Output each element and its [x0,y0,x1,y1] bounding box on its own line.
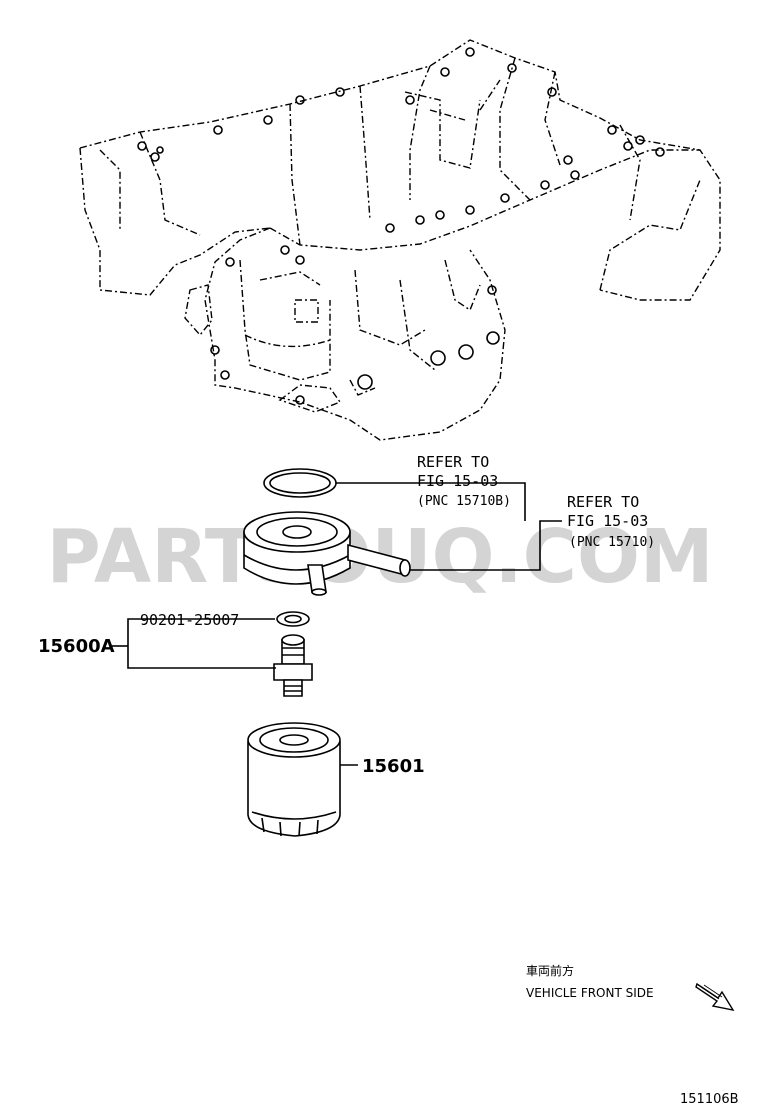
leader-lines [112,482,562,766]
o-ring [263,468,337,498]
front-direction-arrow-icon [695,982,735,1012]
gasket [276,611,310,627]
oil-cooler [243,511,411,596]
filter-part-number: 15601 [362,756,425,777]
refer-b-line1: REFER TO [567,493,639,511]
direction-japanese: 車両前方 [526,963,574,978]
oil-filter [247,722,341,837]
assembly-part-number: 15600A [38,636,115,657]
refer-b-line2: FIG 15-03 [567,512,648,530]
direction-english: VEHICLE FRONT SIDE [526,986,654,1000]
refer-a-line3: (PNC 15710B) [417,494,511,509]
refer-a-line2: FIG 15-03 [417,472,498,490]
oil-pan-illustration [79,39,721,441]
union-bolt [273,634,313,697]
figure-code: 151106B [680,1092,739,1107]
refer-b-line3: (PNC 15710) [569,535,655,550]
gasket-part-number: 90201-25007 [140,611,239,629]
refer-a-line1: REFER TO [417,453,489,471]
